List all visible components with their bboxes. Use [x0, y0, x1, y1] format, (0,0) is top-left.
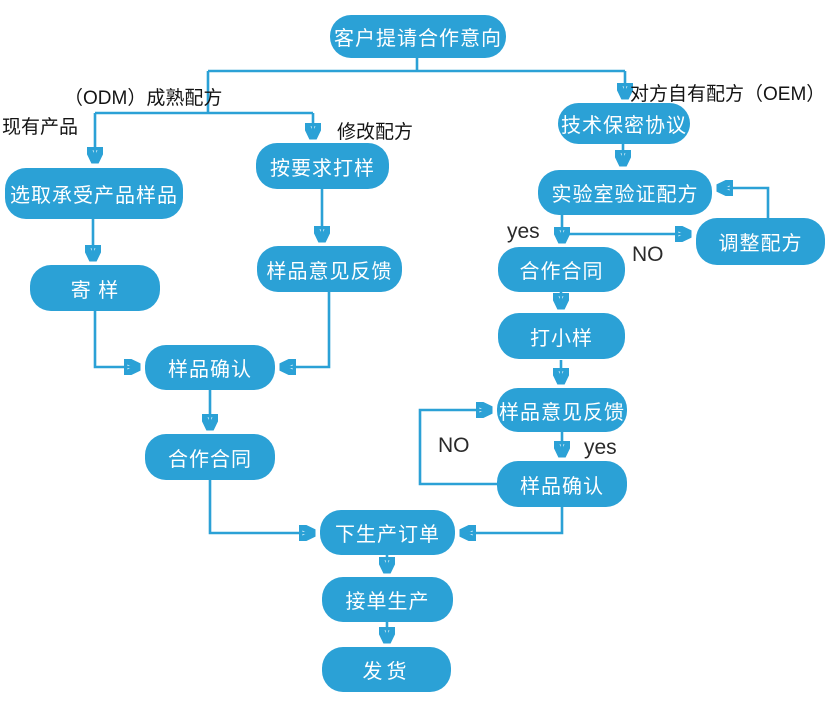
node-contract-right: 合作合同	[498, 247, 625, 292]
node-send-sample: 寄 样	[30, 265, 160, 311]
node-select-sample: 选取承受产品样品	[5, 168, 183, 219]
node-place-order: 下生产订单	[320, 510, 455, 555]
edge-confirm-right-to-order	[464, 507, 564, 533]
node-lab-verify: 实验室验证配方	[538, 170, 712, 215]
label-no-lab: NO	[632, 243, 664, 266]
label-existing-product: 现有产品	[2, 117, 79, 138]
node-sample-by-request: 按要求打样	[256, 143, 389, 189]
node-feedback-right: 样品意见反馈	[497, 388, 627, 432]
node-nda: 技术保密协议	[558, 103, 690, 144]
label-odm-formula: （ODM）成熟配方	[64, 88, 223, 109]
node-customer-intent: 客户提请合作意向	[330, 15, 506, 58]
node-contract-left: 合作合同	[145, 434, 275, 480]
label-modify-formula: 修改配方	[337, 122, 414, 143]
edge-feedback-mid-to-confirm-left	[284, 292, 331, 367]
label-yes-lab: yes	[507, 220, 540, 243]
node-adjust-formula: 调整配方	[696, 218, 825, 265]
node-produce: 接单生产	[322, 577, 453, 622]
edge-send-to-confirm-left	[93, 311, 136, 367]
label-yes-loop: yes	[584, 436, 617, 459]
node-confirm-left: 样品确认	[145, 345, 275, 390]
node-feedback-mid: 样品意见反馈	[257, 246, 402, 292]
edge-adjust-to-lab	[721, 188, 770, 218]
label-oem-formula: 对方自有配方（OEM）	[630, 84, 826, 105]
label-no-loop: NO	[438, 434, 470, 457]
node-ship: 发货	[322, 647, 451, 692]
node-confirm-right: 样品确认	[497, 461, 627, 507]
node-small-sample: 打小样	[498, 313, 625, 359]
edge-confirm-right-no-loop	[418, 410, 497, 486]
edge-contract-left-to-order	[208, 480, 311, 533]
